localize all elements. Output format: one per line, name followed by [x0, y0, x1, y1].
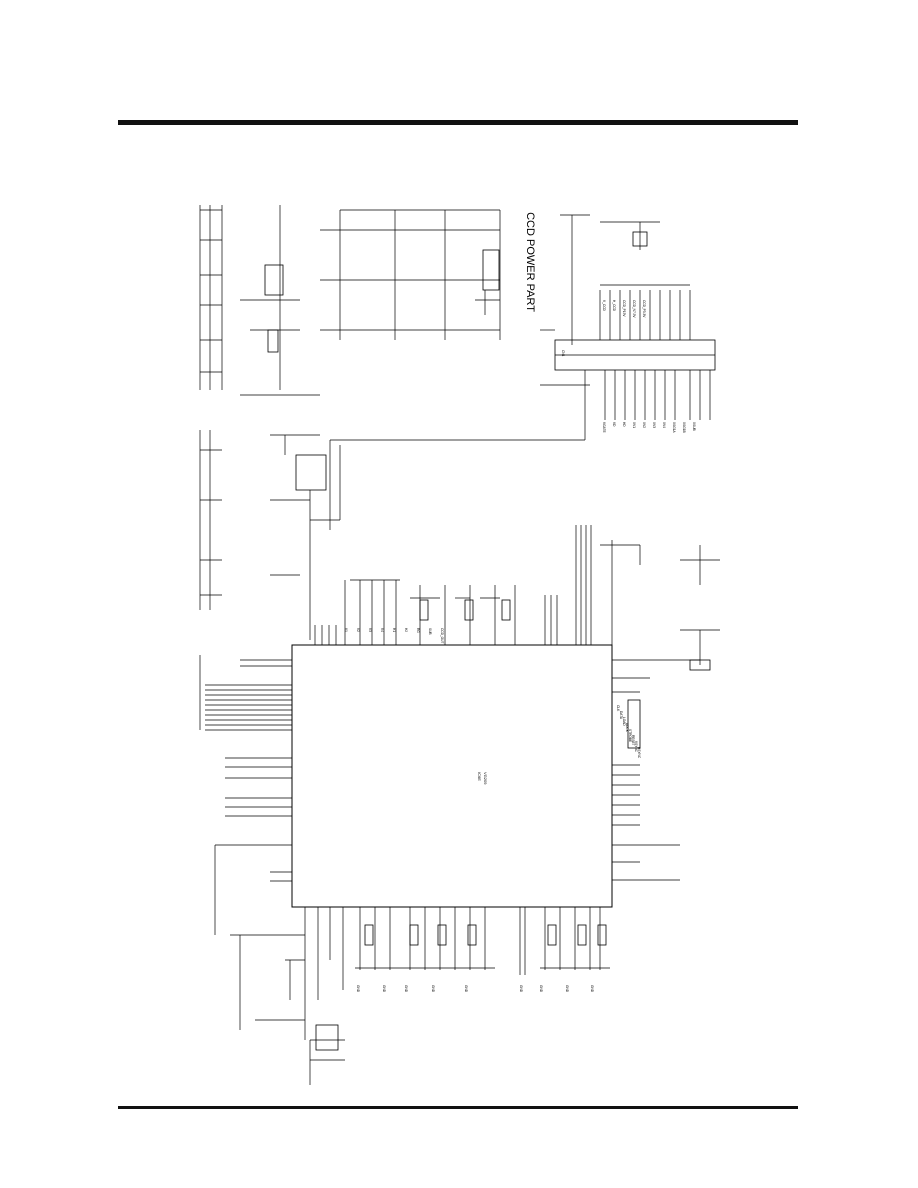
ic-right-signal-label: CLK [616, 705, 620, 712]
ic-right-pins [612, 659, 680, 881]
main-ic-name: VG209 [483, 772, 488, 785]
ic-top-signal-label: V2 [356, 628, 360, 632]
regulator-block-center [320, 209, 501, 340]
top-rule [118, 120, 798, 125]
schematic-labels: GND GND GND GND GND GND GND GND GND CN1 [356, 350, 594, 993]
supply-block-mid-left [199, 430, 327, 640]
power-net-label: CCD_N7.5V [632, 300, 636, 318]
ic-right-signal-label: DATA [619, 711, 623, 720]
bus-lines-upper [599, 290, 691, 340]
ic-top-signal-label: H1 [392, 628, 396, 632]
bus-net-label: VD [612, 422, 616, 427]
right-power-circuit [600, 540, 720, 671]
bus-net-label: XV1 [632, 422, 636, 428]
label-ground: GND [404, 985, 408, 993]
bus-lines-lower [604, 370, 711, 420]
power-net-label: CCD_P3.3V [642, 300, 646, 318]
label-ground: GND [519, 985, 523, 993]
bus-net-label: XV3 [652, 422, 656, 428]
connector-bus-right [540, 214, 716, 440]
bus-net-label: XV4 [662, 422, 666, 428]
label-ground: GND [464, 985, 468, 993]
label-connector: CN1 [561, 350, 565, 357]
ic-top-signal-label: H2 [404, 628, 408, 632]
ic-top-signal-label: V1 [344, 628, 348, 632]
ic-top-signal-label: V4 [380, 628, 384, 632]
ic-right-signal-label: STROBE [628, 729, 632, 742]
ic-right-signal-label: VSYNC [634, 741, 638, 753]
ic-top-pins [314, 525, 592, 645]
label-ground: GND [382, 985, 386, 993]
bus-net-label: HD [622, 422, 626, 427]
ic-left-bus [199, 655, 292, 935]
ic-top-signal-label: CCD_OUT [440, 628, 444, 643]
ic-right-signal-label: LOAD [622, 717, 626, 726]
ic-right-signal-label: HSYNC [637, 747, 641, 759]
ic-top-signal-label: SUB [428, 628, 432, 635]
crystal-reset-area [230, 934, 345, 1085]
bus-net-label: XSG1B [682, 422, 686, 433]
ic-top-signal-label: RG [416, 628, 420, 633]
bus-net-label: XSUB [692, 422, 696, 431]
bus-net-label: VGATE [602, 422, 606, 433]
label-ground: GND [565, 985, 569, 993]
label-ground: GND [431, 985, 435, 993]
ic-top-signal-label: V3 [368, 628, 372, 632]
regulator-block-left [199, 205, 320, 396]
ic-bottom-pins [304, 907, 610, 1040]
power-net-label: H_CCD [612, 300, 616, 312]
section-title: CCD POWER PART [524, 212, 536, 312]
main-ic-ref: IC6E [477, 772, 482, 781]
label-ground: GND [356, 985, 360, 993]
bottom-rule [118, 1106, 798, 1109]
label-ground: GND [590, 985, 594, 993]
bus-net-label: XSG1A [672, 422, 676, 434]
main-ic-body [291, 644, 613, 908]
ic-right-signal-label: RESET [631, 735, 635, 746]
power-net-label: CCD_P15V [622, 300, 626, 317]
bus-net-label: XV2 [642, 422, 646, 428]
label-ground: GND [539, 985, 543, 993]
power-net-label: V_CCD [602, 300, 606, 312]
ic-right-signal-label: ADCK [625, 723, 629, 733]
